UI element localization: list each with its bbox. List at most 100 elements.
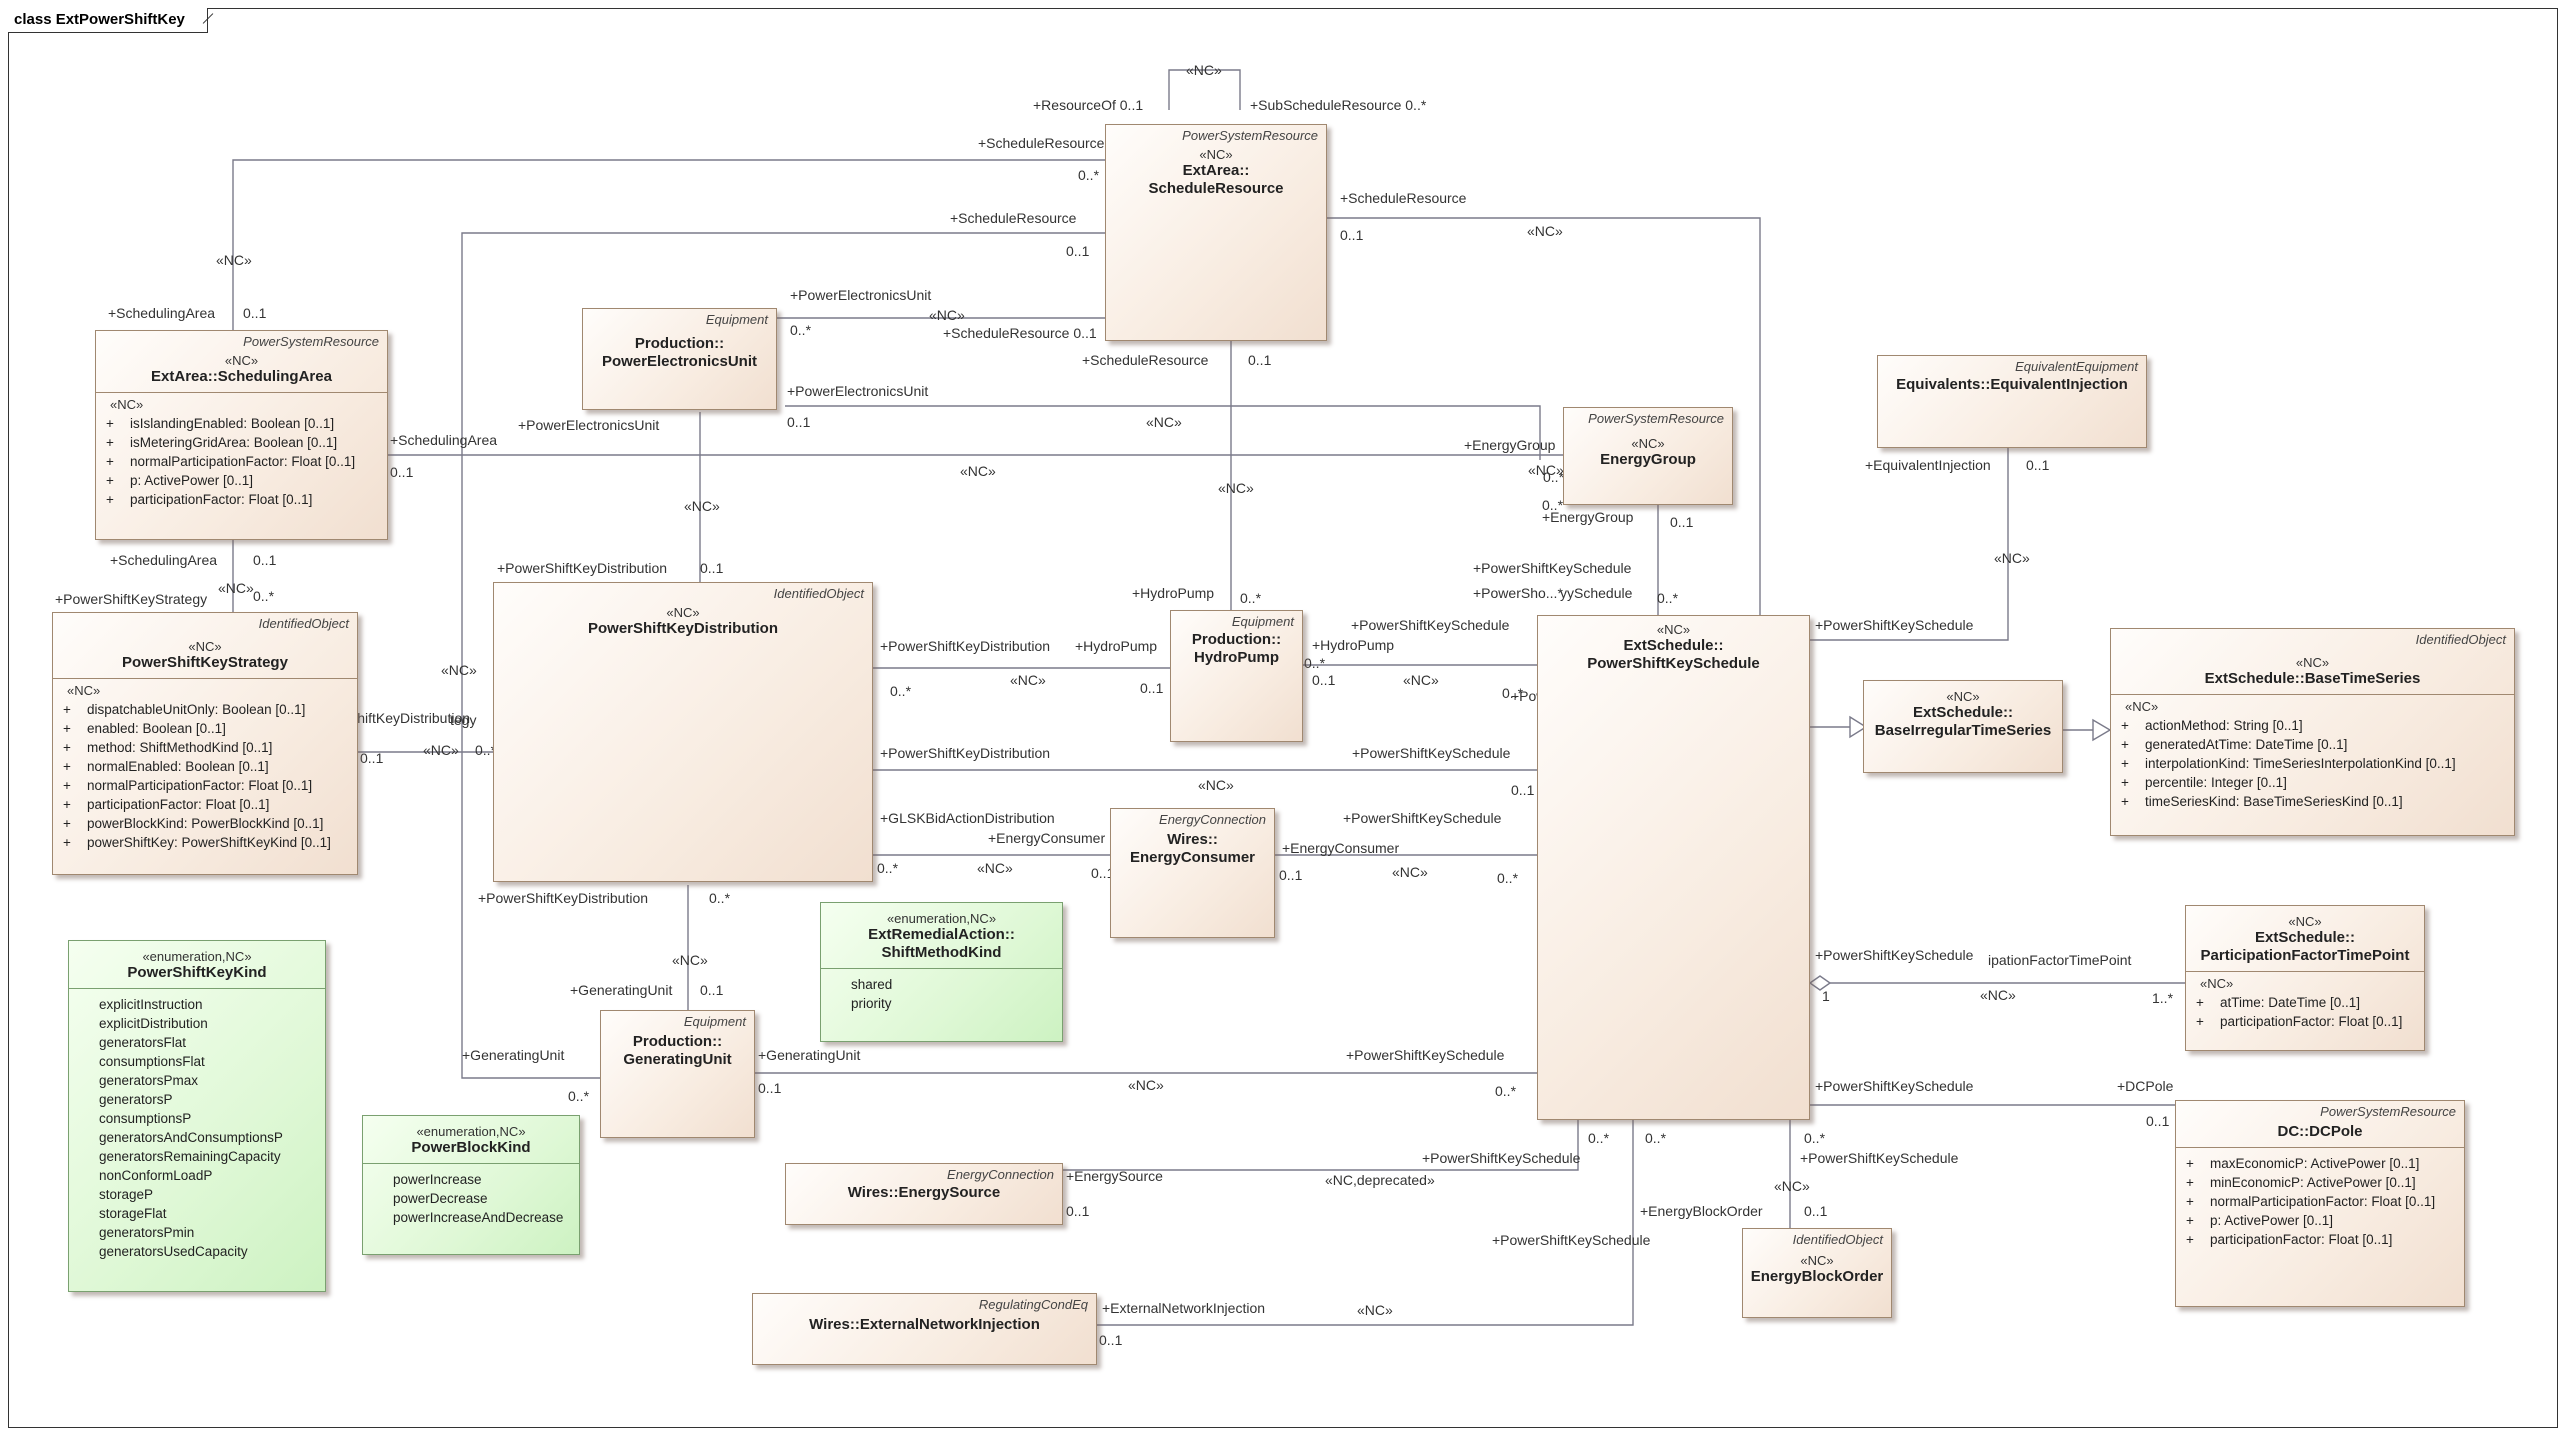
class-power-shift-key-strategy[interactable]: IdentifiedObject «NC» PowerShiftKeyStrat… (52, 612, 358, 875)
connector-label: «NC» (1357, 1302, 1393, 1318)
connector-label: +SubScheduleResource 0..* (1250, 97, 1427, 113)
connector-label: 0..1 (1670, 514, 1694, 530)
connector-label: 0..1 (390, 464, 414, 480)
visibility-marker: + (63, 759, 71, 774)
visibility-marker: + (2186, 1156, 2194, 1171)
attribute-text: normalParticipationFactor: Float [0..1] (87, 778, 313, 793)
enum-literal: generatorsPmin (99, 1225, 195, 1240)
visibility-marker: + (2121, 737, 2129, 752)
class-scheduling-area[interactable]: PowerSystemResource «NC» ExtArea::Schedu… (95, 330, 388, 540)
class-energy-block-order[interactable]: IdentifiedObject «NC» EnergyBlockOrder (1742, 1228, 1892, 1318)
stereotype-label: IdentifiedObject (258, 616, 349, 631)
attribute-list: +atTime: DateTime [0..1]+participationFa… (2186, 993, 2424, 1031)
attribute-row: +generatedAtTime: DateTime [0..1] (2111, 735, 2514, 754)
connector-label: +PowerShiftKeySchedule (1800, 1150, 1959, 1166)
connector-label: 0..1 (1099, 1332, 1123, 1348)
connector-label: «NC» (1198, 777, 1234, 793)
attribute-text: timeSeriesKind: BaseTimeSeriesKind [0..1… (2145, 794, 2403, 809)
enum-shift-method-kind[interactable]: «enumeration,NC» ExtRemedialAction:: Shi… (820, 902, 1063, 1042)
visibility-marker: + (63, 702, 71, 717)
connector-label: +DCPole (2117, 1078, 2174, 1094)
visibility-marker: + (63, 740, 71, 755)
class-external-network-injection[interactable]: RegulatingCondEq Wires::ExternalNetworkI… (752, 1293, 1097, 1365)
class-name: PowerShiftKeyStrategy (122, 654, 288, 671)
enum-stereotype: «enumeration,NC» (416, 1124, 526, 1139)
enum-power-shift-key-kind[interactable]: «enumeration,NC» PowerShiftKeyKind expli… (68, 940, 326, 1292)
stereotype-label: PowerSystemResource (243, 334, 379, 349)
attribute-row: +interpolationKind: TimeSeriesInterpolat… (2111, 754, 2514, 773)
connector-label: 0..1 (243, 305, 267, 321)
connector-label: 0..1 (1091, 865, 1115, 881)
enum-literal: shared (851, 977, 893, 992)
connector-label: 0..* (709, 890, 731, 906)
visibility-marker: + (63, 835, 71, 850)
connector-label: +EnergyConsumer (988, 830, 1106, 846)
visibility-marker: + (63, 778, 71, 793)
class-participation-factor-time-point[interactable]: «NC» ExtSchedule:: ParticipationFactorTi… (2185, 905, 2425, 1051)
enum-power-block-kind[interactable]: «enumeration,NC» PowerBlockKind powerInc… (362, 1115, 580, 1255)
attribute-text: participationFactor: Float [0..1] (130, 492, 313, 507)
class-equivalent-injection[interactable]: EquivalentEquipment Equivalents::Equival… (1877, 355, 2147, 448)
connector-label: 0..1 (1340, 227, 1364, 243)
connector-label: 0..1 (1312, 672, 1336, 688)
class-name: ExtSchedule:: (2254, 929, 2356, 946)
attribute-stereotype: «NC» (110, 397, 144, 412)
connector-label: +ScheduleResource (950, 210, 1077, 226)
class-dc-pole[interactable]: PowerSystemResource DC::DCPole +maxEcono… (2175, 1100, 2465, 1307)
connector-label: 0..* (253, 588, 275, 604)
visibility-marker: + (63, 721, 71, 736)
connector-label: +PowerShiftKeySchedule (1473, 560, 1632, 576)
attribute-list: +isIslandingEnabled: Boolean [0..1]+isMe… (96, 414, 387, 509)
connector-label: +GeneratingUnit (570, 982, 673, 998)
visibility-marker: + (2121, 775, 2129, 790)
class-schedule-resource[interactable]: PowerSystemResource «NC» ExtArea:: Sched… (1105, 124, 1327, 341)
stereotype-label: PowerSystemResource (2320, 1104, 2456, 1119)
class-power-shift-key-distribution[interactable]: IdentifiedObject «NC» PowerShiftKeyDistr… (493, 582, 873, 882)
class-energy-consumer[interactable]: EnergyConnection Wires:: EnergyConsumer (1110, 808, 1275, 938)
nc-stereotype: «NC» (666, 605, 700, 620)
nc-stereotype: «NC» (2295, 655, 2330, 670)
visibility-marker: + (2186, 1175, 2194, 1190)
connector-label: +HydroPump (1132, 585, 1215, 601)
connector-label: 0..* (1804, 1130, 1826, 1146)
connector-label: 0..1 (1511, 782, 1535, 798)
attribute-row: +isMeteringGridArea: Boolean [0..1] (96, 433, 387, 452)
connector-label: 0..* (1497, 870, 1519, 886)
connector-label: +SchedulingArea (108, 305, 216, 321)
class-power-shift-key-schedule[interactable]: «NC» ExtSchedule:: PowerShiftKeySchedule (1537, 615, 1810, 1120)
attribute-row: +powerBlockKind: PowerBlockKind [0..1] (53, 814, 357, 833)
attribute-row: +timeSeriesKind: BaseTimeSeriesKind [0..… (2111, 792, 2514, 811)
attribute-text: powerBlockKind: PowerBlockKind [0..1] (87, 816, 324, 831)
class-generating-unit[interactable]: Equipment Production:: GeneratingUnit (600, 1010, 755, 1138)
class-name: EnergyBlockOrder (1750, 1268, 1884, 1285)
class-power-electronics-unit[interactable]: Equipment Production:: PowerElectronicsU… (582, 308, 777, 410)
attribute-row: +method: ShiftMethodKind [0..1] (53, 738, 357, 757)
visibility-marker: + (106, 473, 114, 488)
enum-literal: generatorsAndConsumptionsP (99, 1130, 283, 1145)
connector-label: +EnergyGroup (1542, 509, 1634, 525)
enum-literal: generatorsFlat (99, 1035, 187, 1050)
connector-label: +GLSKBidActionDistribution (880, 810, 1055, 826)
attribute-list: +dispatchableUnitOnly: Boolean [0..1]+en… (53, 700, 357, 852)
attribute-row: +enabled: Boolean [0..1] (53, 719, 357, 738)
enum-literal: storageP (99, 1187, 154, 1202)
generatingunit-scheduleresource-line (461, 232, 1105, 1079)
stereotype-label: IdentifiedObject (1792, 1232, 1883, 1247)
connector-label: 0..* (1078, 167, 1100, 183)
class-base-time-series[interactable]: IdentifiedObject «NC» ExtSchedule::BaseT… (2110, 628, 2515, 836)
visibility-marker: + (2186, 1213, 2194, 1228)
connector-label: 0..* (1588, 1130, 1610, 1146)
class-energy-source[interactable]: EnergyConnection Wires::EnergySource (785, 1163, 1063, 1225)
class-energy-group[interactable]: PowerSystemResource «NC» EnergyGroup (1563, 407, 1733, 505)
class-base-irregular-time-series[interactable]: «NC» ExtSchedule:: BaseIrregularTimeSeri… (1863, 680, 2063, 773)
connector-label: «NC» (1218, 480, 1254, 496)
enum-literal: powerDecrease (393, 1191, 488, 1206)
attribute-text: participationFactor: Float [0..1] (87, 797, 270, 812)
connector-label: «NC» (423, 742, 459, 758)
connector-label: +ScheduleResource (1082, 352, 1209, 368)
schedulingarea-scheduleresource-line (232, 159, 1105, 330)
connector-label: «NC» (1980, 987, 2016, 1003)
class-hydro-pump[interactable]: Equipment Production:: HydroPump (1170, 610, 1303, 742)
nc-stereotype: «NC» (1656, 622, 1691, 637)
